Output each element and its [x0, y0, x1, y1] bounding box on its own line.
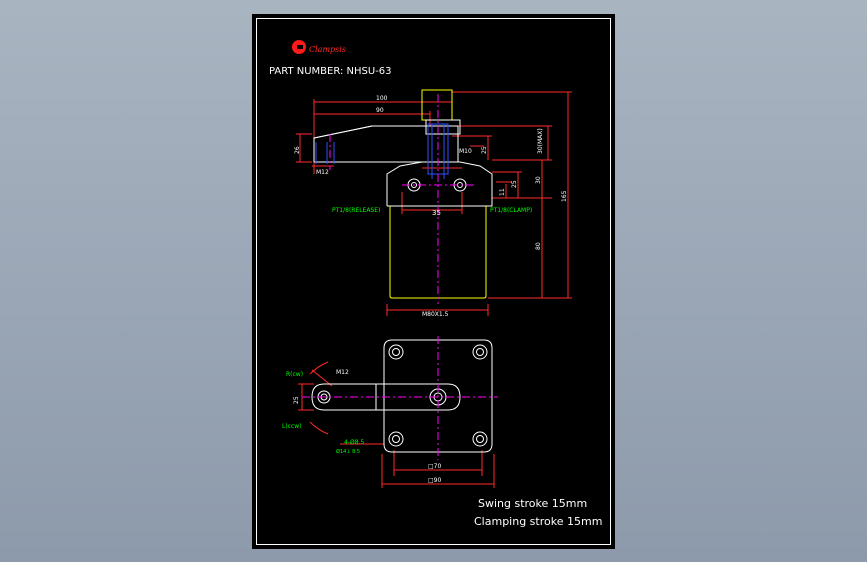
dimension-lines [296, 91, 572, 316]
dim-25-b: 25 [511, 180, 518, 188]
rotation-cw-label: R(cw) [286, 371, 303, 378]
plan-centerlines [302, 336, 498, 460]
dim-26: 26 [294, 146, 301, 154]
drawing-sheet: Clampsis PART NUMBER: NHSU-63 [252, 14, 615, 549]
logo-brand: Clampsis [309, 45, 346, 54]
clamp-arm [313, 125, 459, 163]
dim-25-c: 25 [293, 396, 300, 404]
dim-square-70: □70 [428, 463, 441, 470]
port-right-label: PT1/8(CLAMP) [490, 207, 532, 214]
plan-view: R(cw) M12 25 L(ccw) 4-Ø8.5 Ø14↓ 8.5 □70 … [282, 336, 498, 488]
dim-m10: M10 [459, 148, 472, 155]
dim-30: 30 [535, 176, 542, 184]
swing-stroke-note: Swing stroke 15mm [478, 497, 587, 510]
top-cap [421, 89, 461, 135]
rotation-ccw-label: L(ccw) [282, 423, 302, 430]
dim-25-a: 25 [481, 146, 488, 154]
sheet-border [256, 18, 611, 545]
dim-35: 35 [432, 209, 441, 217]
dim-90: 90 [376, 107, 384, 114]
base-plate [383, 339, 493, 453]
dim-30-max: 30(MAX) [537, 128, 544, 154]
dim-11: 11 [499, 188, 506, 196]
side-elevation-view: 100 90 26 M12 M10 25 30(MAX) 30 25 11 16… [294, 89, 572, 318]
dim-m12-bottom: M12 [336, 369, 349, 376]
holes-label: 4-Ø8.5 [344, 439, 364, 446]
dim-80: 80 [535, 242, 542, 250]
body-head [386, 161, 493, 207]
body-cylinder [389, 206, 487, 299]
dim-m12-top: M12 [316, 169, 329, 176]
brand-logo: Clampsis [292, 40, 346, 54]
technical-drawing: Clampsis PART NUMBER: NHSU-63 [269, 40, 602, 528]
dim-square-90: □90 [428, 477, 441, 484]
plan-dimension-lines [298, 361, 495, 488]
counterbore-label: Ø14↓ 8.5 [336, 448, 360, 455]
plunger [315, 123, 449, 179]
clamping-stroke-note: Clamping stroke 15mm [474, 515, 602, 528]
dim-165: 165 [561, 190, 568, 202]
thread-label: M80X1.5 [422, 311, 449, 318]
centerline [329, 94, 474, 304]
dim-100: 100 [376, 95, 388, 102]
part-number: PART NUMBER: NHSU-63 [269, 66, 392, 77]
port-left-label: PT1/8(RELEASE) [332, 207, 380, 214]
